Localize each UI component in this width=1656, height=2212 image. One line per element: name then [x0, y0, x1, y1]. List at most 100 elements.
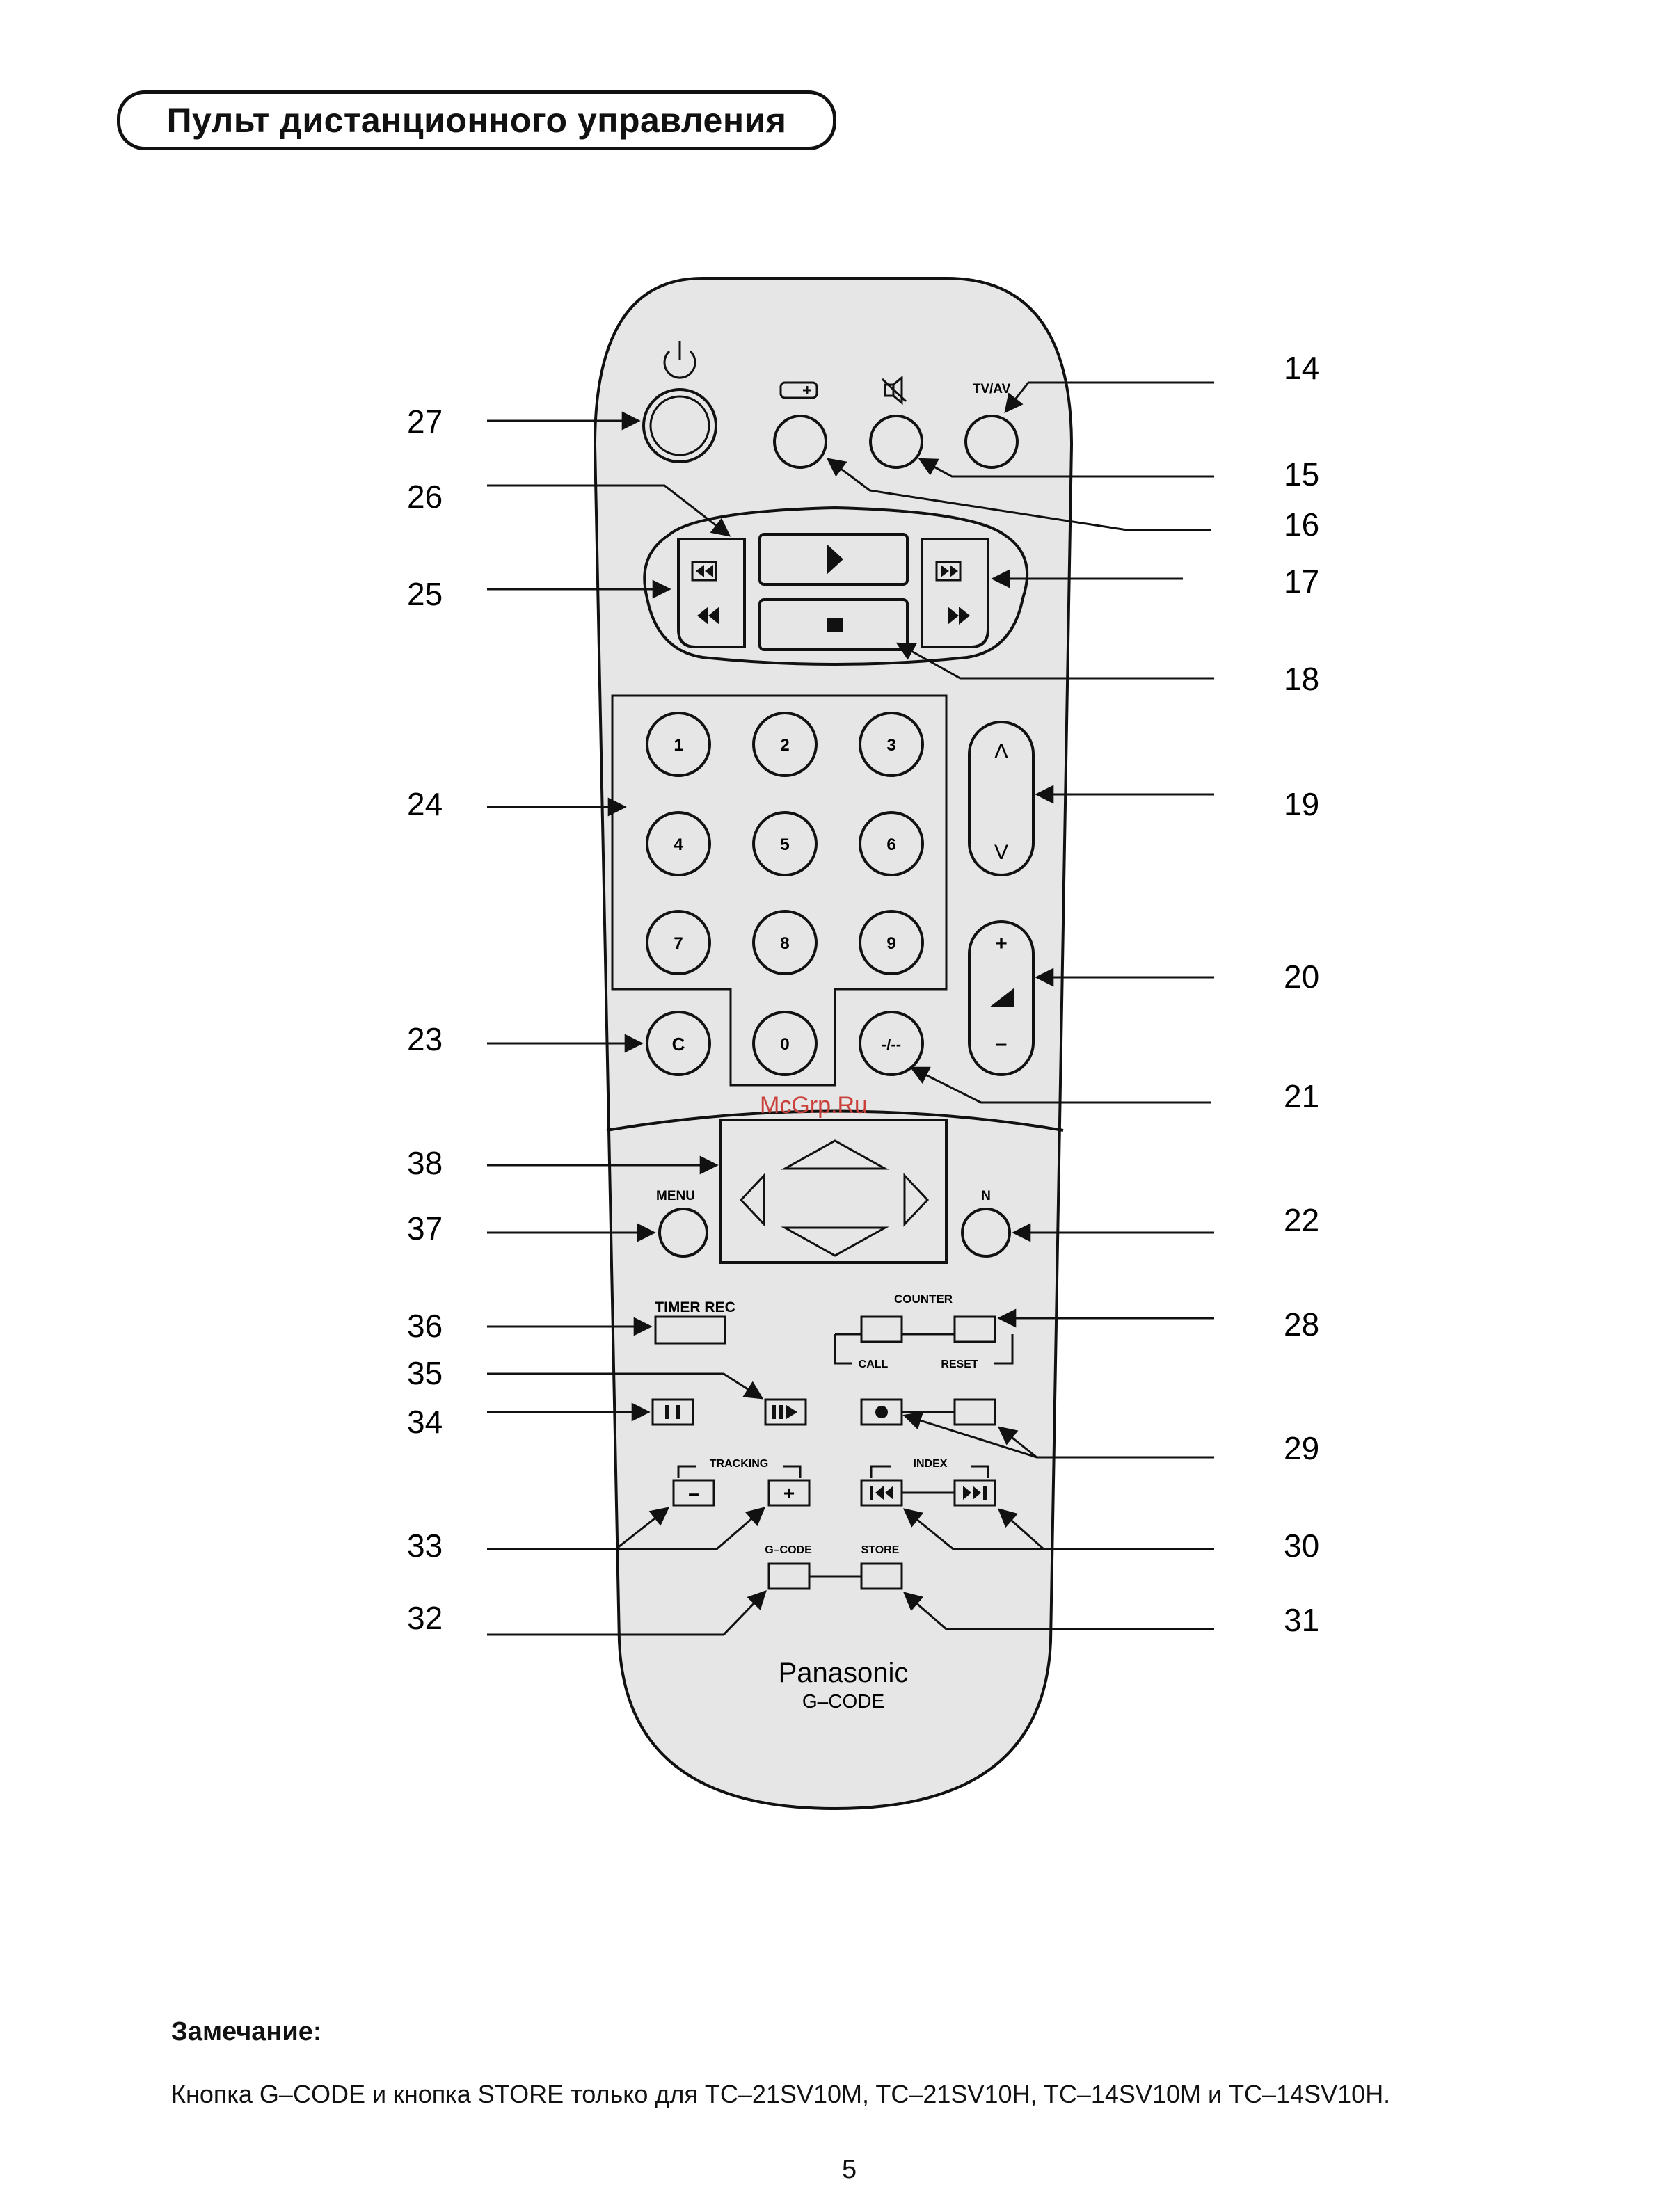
index-label: INDEX: [914, 1458, 948, 1470]
brand-logo: Panasonic: [779, 1658, 909, 1688]
tracking-minus-label: –: [688, 1482, 699, 1504]
digit-button-8[interactable]: 8: [752, 910, 818, 975]
digit-label: 5: [780, 835, 789, 854]
pause-icon-right: [676, 1405, 680, 1419]
callout-24: 24: [407, 786, 443, 822]
tracking-minus-button[interactable]: [672, 1479, 715, 1507]
digit-button-9[interactable]: 9: [859, 910, 924, 975]
callout-26: 26: [407, 479, 443, 515]
display-button[interactable]: [773, 415, 827, 469]
nav-up-button[interactable]: [781, 1139, 889, 1170]
nav-right-button[interactable]: [903, 1173, 930, 1227]
n-label: N: [981, 1189, 991, 1203]
channel-rocker[interactable]: [968, 721, 1035, 876]
n-button[interactable]: [961, 1208, 1011, 1258]
digit-button-7[interactable]: 7: [646, 910, 711, 975]
digit-button-5[interactable]: 5: [752, 811, 818, 876]
numpad: 1 2 3 4 5 6 7 8 9 C 0 -/--: [646, 712, 924, 1076]
digit-label: 6: [886, 835, 895, 854]
callout-15: 15: [1284, 456, 1319, 492]
remote-body: [593, 277, 1074, 1811]
watermark-text: McGrp.Ru: [760, 1092, 868, 1119]
callout-19: 19: [1284, 786, 1319, 822]
brand-subtitle: G–CODE: [802, 1690, 884, 1712]
pause-button[interactable]: [651, 1398, 694, 1426]
digit-button-6[interactable]: 6: [859, 811, 924, 876]
reset-label: RESET: [941, 1359, 978, 1370]
call-button[interactable]: [860, 1315, 903, 1343]
gcode-label: G–CODE: [765, 1544, 812, 1556]
tracking-plus-button[interactable]: [767, 1479, 811, 1507]
volume-minus-icon: –: [996, 1032, 1008, 1055]
dash-label: -/--: [882, 1036, 901, 1053]
callout-18: 18: [1284, 661, 1319, 697]
counter-label: COUNTER: [894, 1292, 953, 1306]
callout-29: 29: [1284, 1430, 1319, 1466]
play-icon: [827, 544, 843, 575]
dash-button[interactable]: -/--: [859, 1011, 924, 1076]
digit-button-0[interactable]: 0: [752, 1011, 818, 1076]
callout-28: 28: [1284, 1306, 1319, 1343]
rec-second-button[interactable]: [953, 1398, 996, 1426]
callout-14: 14: [1284, 350, 1319, 386]
digit-button-2[interactable]: 2: [752, 712, 818, 777]
tracking-plus-label: +: [783, 1482, 795, 1504]
callout-23: 23: [407, 1021, 443, 1057]
digit-button-3[interactable]: 3: [859, 712, 924, 777]
power-button[interactable]: [642, 388, 717, 463]
callout-17: 17: [1284, 563, 1319, 600]
callout-20: 20: [1284, 959, 1319, 995]
section-divider: [606, 1109, 1064, 1132]
reset-button[interactable]: [953, 1315, 996, 1343]
callout-arrows: [487, 381, 1214, 1636]
slow-icon: [772, 1405, 797, 1419]
menu-button[interactable]: [658, 1208, 708, 1258]
digit-label: 9: [886, 934, 895, 953]
digit-button-1[interactable]: 1: [646, 712, 711, 777]
digit-label: 1: [674, 736, 683, 755]
note-text: Кнопка G–CODE и кнопка STORE только для …: [171, 2080, 1391, 2108]
volume-ramp-icon: [989, 988, 1014, 1007]
pause-icon-left: [665, 1405, 669, 1419]
tv-av-label: TV/AV: [973, 382, 1011, 396]
digit-button-4[interactable]: 4: [646, 811, 711, 876]
rewind-button[interactable]: [677, 538, 746, 648]
power-button-inner: [649, 395, 710, 456]
forward-upper-icon: [935, 561, 962, 582]
timer-rec-label: TIMER REC: [655, 1299, 735, 1315]
tv-av-button[interactable]: [964, 415, 1019, 469]
nav-left-button[interactable]: [739, 1173, 765, 1227]
nav-down-button[interactable]: [781, 1226, 889, 1257]
slow-button[interactable]: [764, 1398, 807, 1426]
callout-numbers: 27 26 25 24 23 38 37 36 35 34 33 32 14 1…: [407, 350, 1319, 1638]
stop-icon: [827, 618, 843, 632]
callout-35: 35: [407, 1355, 443, 1391]
digit-label: 4: [674, 835, 683, 854]
gcode-button[interactable]: [767, 1562, 811, 1590]
tracking-bracket: [677, 1465, 802, 1478]
callout-21: 21: [1284, 1078, 1319, 1114]
store-button[interactable]: [860, 1562, 903, 1590]
display-icon: [779, 381, 818, 399]
clear-button[interactable]: C: [646, 1011, 711, 1076]
channel-up-icon: Λ: [994, 740, 1008, 763]
store-label: STORE: [861, 1544, 900, 1556]
rec-icon: [875, 1406, 888, 1418]
page-number: 5: [842, 2155, 857, 2184]
fast-forward-button[interactable]: [921, 538, 989, 648]
note-heading: Замечание:: [171, 2017, 322, 2046]
menu-label: MENU: [656, 1189, 695, 1203]
callout-27: 27: [407, 403, 443, 440]
rewind-upper-glyph: [696, 565, 713, 577]
callout-25: 25: [407, 576, 443, 612]
volume-plus-icon: +: [995, 932, 1008, 955]
timer-rec-button[interactable]: [654, 1315, 726, 1345]
page-title: Пульт дистанционного управления: [166, 101, 787, 140]
mute-icon: [881, 375, 907, 406]
page-title-box: Пульт дистанционного управления: [117, 90, 836, 150]
channel-down-icon: V: [994, 841, 1008, 864]
mute-button[interactable]: [869, 415, 923, 469]
index-back-icon: [870, 1486, 893, 1500]
digit-label: 0: [780, 1035, 789, 1054]
